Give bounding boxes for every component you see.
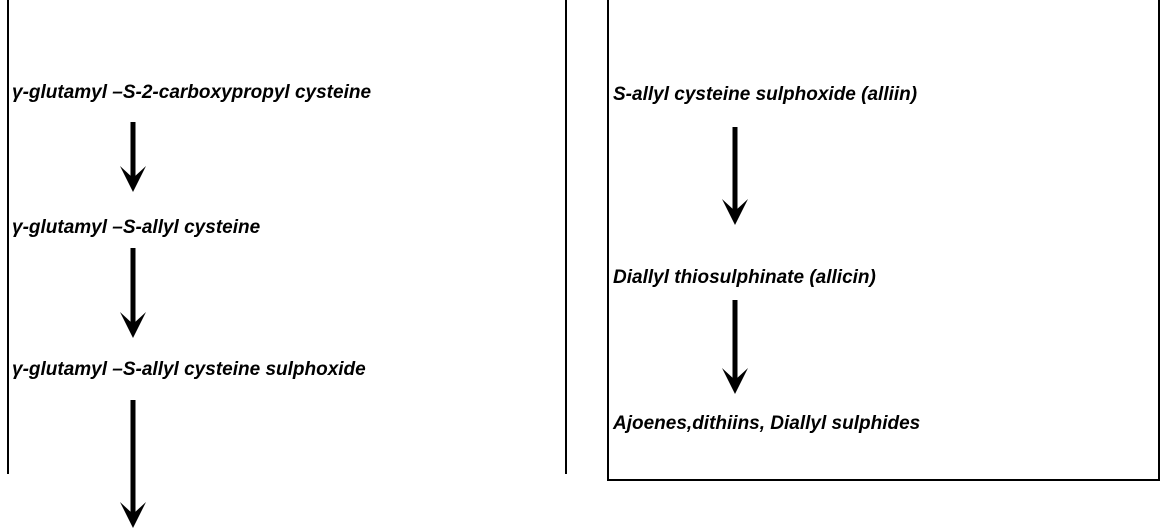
left-box-right-border [565, 0, 567, 474]
step-label: γ-glutamyl –S-allyl cysteine sulphoxide [12, 359, 366, 380]
right-box-right-border [1158, 0, 1160, 481]
left-box-left-border [7, 0, 9, 474]
step-label: S-allyl cysteine sulphoxide (alliin) [613, 84, 918, 105]
down-arrow-icon [120, 400, 146, 528]
step-label: γ-glutamyl –S-allyl cysteine [12, 217, 261, 238]
down-arrow-icon [120, 248, 146, 338]
right-box-left-border [607, 0, 609, 481]
down-arrow-icon [722, 300, 748, 394]
step-label: Ajoenes,dithiins, Diallyl sulphides [613, 413, 921, 434]
step-label: γ-glutamyl –S-2-carboxypropyl cysteine [12, 82, 372, 103]
down-arrow-icon [120, 122, 146, 192]
right-box-bottom-border [607, 479, 1160, 481]
down-arrow-icon [722, 127, 748, 225]
step-label: Diallyl thiosulphinate (allicin) [613, 267, 876, 288]
